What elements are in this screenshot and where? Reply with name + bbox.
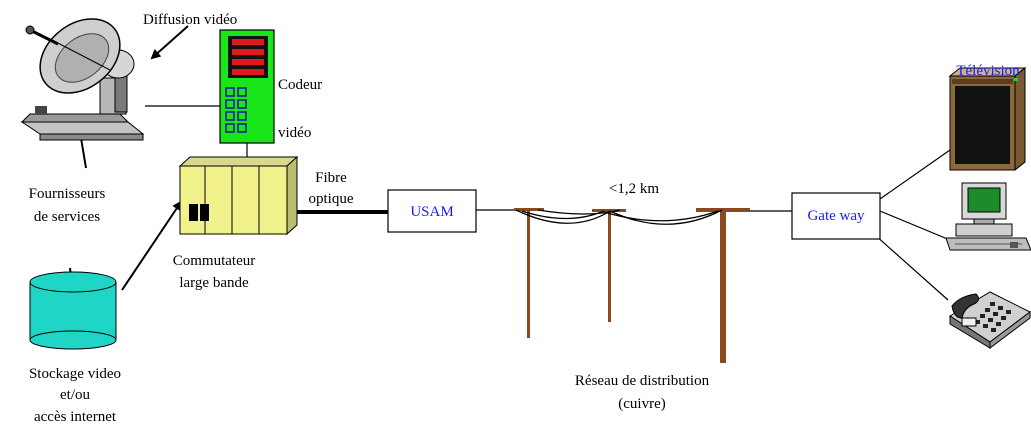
commutateur-label-line1: Commutateur [173,253,256,269]
storage-cylinder-icon [29,271,117,350]
telephone-icon [949,291,1031,349]
reseau-label-line2: (cuivre) [618,396,665,412]
fournisseurs-label-line1: Fournisseurs [29,186,106,202]
utility-pole [608,210,611,322]
line-gateway-computer [879,210,951,241]
stockage-label-line1: Stockage video [29,366,121,382]
video-encoder-icon [219,29,275,144]
arrow-diffusion [150,25,189,60]
distribution-network [514,208,750,363]
usam-label: USAM [410,204,453,220]
stockage-label-line2: et/ou [60,387,90,403]
television-label: Télévision [956,63,1020,79]
satellite-dish-icon [20,18,145,141]
gateway-label: Gate way [807,208,865,224]
fibre-label-line1: Fibre [315,170,347,186]
utility-pole [527,210,530,338]
video-label: vidéo [278,125,311,141]
broadband-switch-icon [178,155,299,236]
line-gateway-tv [879,149,951,200]
utility-pole [720,209,726,363]
fibre-label-line2: optique [309,191,354,207]
commutateur-label-line2: large bande [179,275,249,291]
codeur-label: Codeur [278,77,322,93]
fournisseurs-label-line2: de services [34,209,100,225]
diffusion-video-label: Diffusion vidéo [143,12,237,28]
computer-icon [945,182,1031,251]
distance-label: <1,2 km [609,181,659,197]
television-icon [948,66,1027,172]
usam-box [387,189,477,233]
arrow-storage-switch [121,200,183,291]
gateway-box [791,192,881,240]
stockage-label-line3: accès internet [34,409,117,425]
reseau-label-line1: Réseau de distribution [575,373,710,389]
